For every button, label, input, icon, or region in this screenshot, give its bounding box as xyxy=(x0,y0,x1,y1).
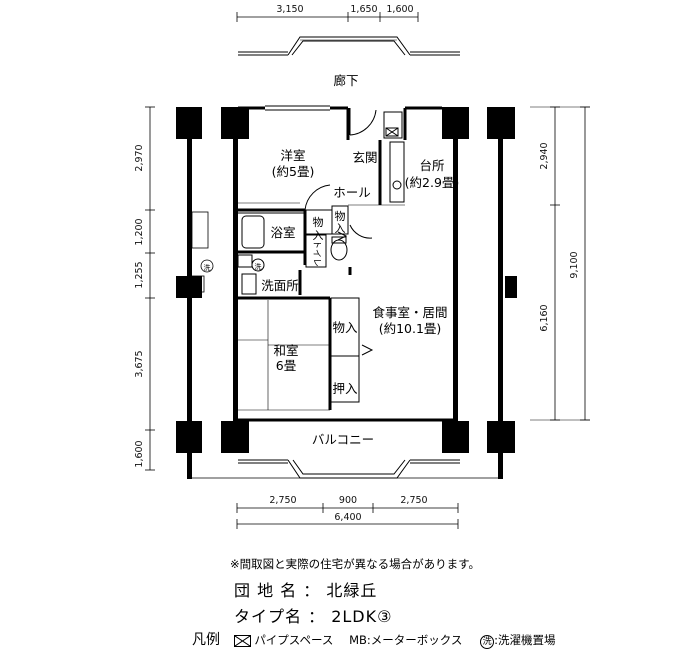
living-size: (約10.1畳) xyxy=(379,321,442,336)
outer-walls xyxy=(176,107,517,479)
legend: 凡例 パイプスペース MB:メーターボックス 洗:洗濯機置場 xyxy=(192,629,555,649)
toilet-label: トイレ xyxy=(311,240,321,267)
north-window xyxy=(238,36,460,56)
dim-bottom-1: 2,750 xyxy=(269,495,296,506)
japanese-room-size: 6畳 xyxy=(276,358,296,373)
corridor-label: 廊下 xyxy=(333,73,358,88)
japanese-room-label: 和室 xyxy=(273,343,298,358)
complex-name-row: 団 地 名 ： 北緑丘 xyxy=(234,577,377,601)
storage-2-label-a: 物 xyxy=(335,209,346,223)
interior-walls xyxy=(238,106,453,422)
kitchen-label: 台所 xyxy=(419,158,444,173)
dim-top-2: 1,650 xyxy=(350,4,377,15)
storage-1-label-a: 物 xyxy=(313,215,324,229)
right-dimension-lines xyxy=(530,106,590,421)
washer-symbol-icon: 洗 xyxy=(480,635,495,649)
entrance-label: 玄関 xyxy=(352,150,377,165)
dim-bottom-total: 6,400 xyxy=(334,512,361,523)
washroom-label: 洗面所 xyxy=(261,278,299,293)
dim-right-2: 6,160 xyxy=(539,304,550,331)
washer-mark: 洗 xyxy=(255,262,262,271)
dim-left-3: 1,255 xyxy=(134,261,145,288)
dim-top-3: 1,600 xyxy=(386,4,413,15)
neighbor-left-fixtures xyxy=(191,211,214,293)
storage-3-label: 物入 xyxy=(332,320,358,335)
top-dimension-line xyxy=(236,12,419,22)
bath-label: 浴室 xyxy=(270,225,295,240)
dim-right-total: 9,100 xyxy=(569,251,580,278)
dim-top-1: 3,150 xyxy=(276,4,303,15)
kitchen-size: (約2.9畳) xyxy=(405,175,460,190)
complex-label: 団 地 名 ： xyxy=(234,581,321,600)
legend-mb: MB:メーターボックス xyxy=(349,633,463,647)
balcony-label: バルコニー xyxy=(312,432,374,447)
dim-bottom-2: 900 xyxy=(339,495,357,506)
complex-name: 北緑丘 xyxy=(326,581,378,600)
dim-left-1: 2,970 xyxy=(134,144,145,171)
closet-label: 押入 xyxy=(332,381,358,396)
washer-mark-left: 洗 xyxy=(204,263,211,272)
storage-1-label-b: 入 xyxy=(313,229,324,242)
hall-label: ホール xyxy=(333,185,371,200)
legend-pipe: パイプスペース xyxy=(254,633,334,647)
dim-right-1: 2,940 xyxy=(539,142,550,169)
western-room-size: (約5畳) xyxy=(272,164,315,179)
dim-left-5: 1,600 xyxy=(134,440,145,467)
disclaimer-note: ※間取図と実際の住宅が異なる場合があります。 xyxy=(230,557,480,571)
western-room-label: 洋室 xyxy=(280,148,305,163)
dim-left-2: 1,200 xyxy=(134,218,145,245)
floor-plan: 3,150 1,650 1,600 廊下 2,970 1,200 1,255 3… xyxy=(134,4,590,529)
bottom-dimension-lines xyxy=(236,503,459,529)
south-window xyxy=(192,459,502,479)
legend-washer: :洗濯機置場 xyxy=(494,633,556,647)
dim-left-4: 3,675 xyxy=(134,350,145,377)
storage-2-label-b: 入 xyxy=(335,222,346,235)
type-name-row: タイプ名 ： 2LDK③ xyxy=(234,603,392,627)
pipe-space-icon xyxy=(233,634,251,647)
type-label: タイプ名 ： xyxy=(234,607,326,626)
fixtures xyxy=(237,105,405,411)
dim-bottom-3: 2,750 xyxy=(400,495,427,506)
type-name: 2LDK③ xyxy=(331,607,393,626)
legend-title: 凡例 xyxy=(192,632,220,648)
living-label: 食事室・居間 xyxy=(372,305,447,320)
left-dimension-line xyxy=(145,106,155,471)
